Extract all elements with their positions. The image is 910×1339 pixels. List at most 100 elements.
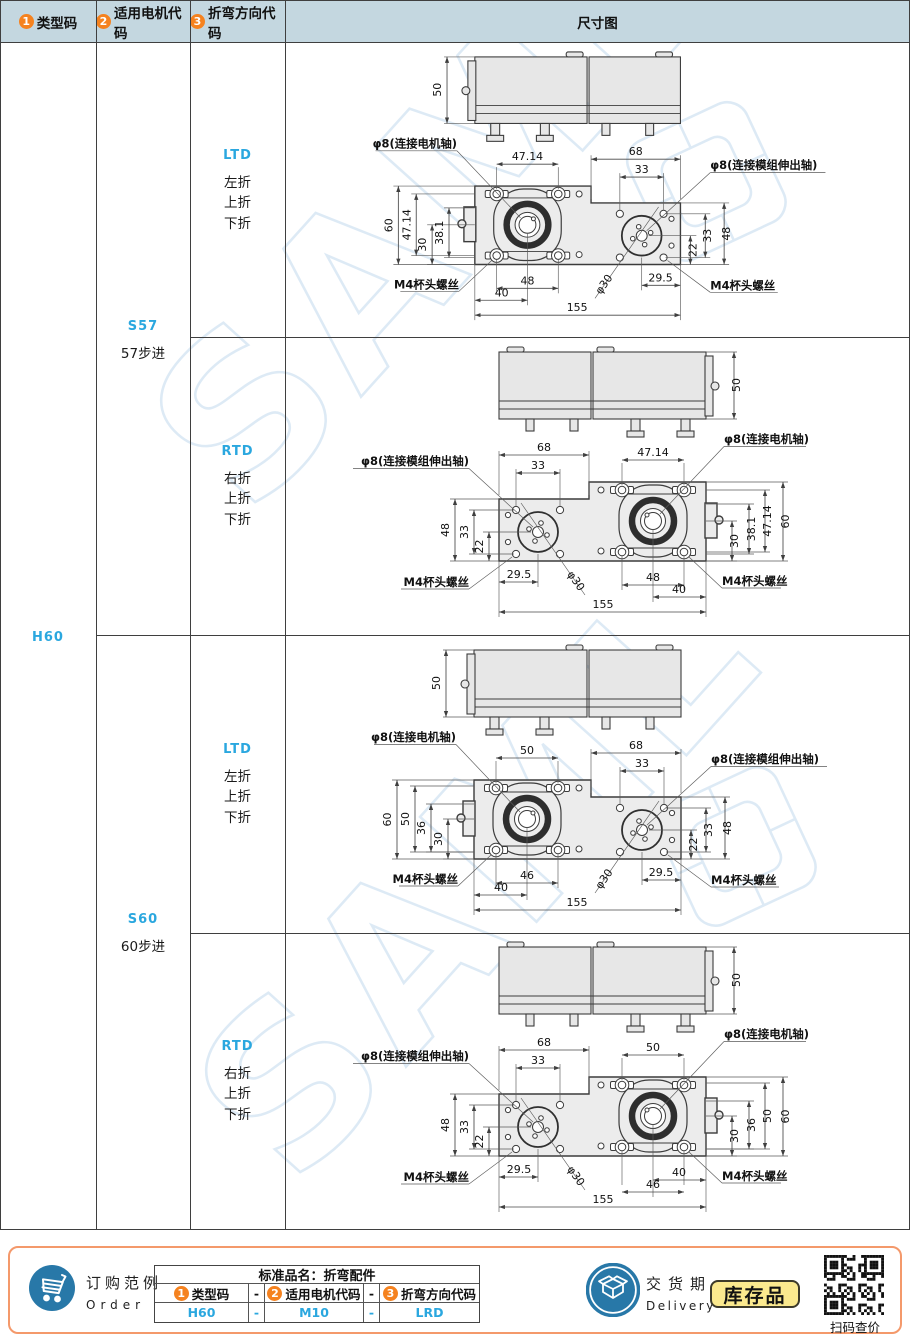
svg-text:47.14: 47.14 [761, 505, 774, 537]
svg-text:22: 22 [473, 1135, 486, 1149]
svg-text:33: 33 [458, 525, 471, 539]
svg-text:33: 33 [635, 757, 649, 770]
direction-code: LTD [223, 742, 252, 758]
svg-text:60: 60 [382, 218, 395, 232]
delivery-box-icon [586, 1263, 640, 1317]
header-dimension-drawing: 尺寸图 [285, 0, 910, 43]
svg-text:50: 50 [730, 378, 743, 392]
svg-text:M4杯头螺丝: M4杯头螺丝 [710, 278, 776, 292]
svg-text:30: 30 [432, 832, 445, 846]
direction-list: 左折上折下折 [224, 175, 251, 232]
svg-text:φ8(连接电机轴): φ8(连接电机轴) [724, 1027, 809, 1041]
direction-list: 右折上折下折 [224, 471, 251, 528]
svg-text:48: 48 [521, 274, 535, 287]
svg-text:46: 46 [520, 869, 534, 882]
svg-text:36: 36 [745, 1118, 758, 1132]
grid-line [190, 337, 910, 339]
svg-text:48: 48 [720, 227, 733, 241]
order-example-label: 订购范例 Order [86, 1274, 163, 1312]
svg-text:48: 48 [439, 523, 452, 537]
svg-text:40: 40 [672, 1166, 686, 1179]
svg-text:30: 30 [728, 534, 741, 548]
svg-text:60: 60 [381, 813, 394, 827]
table-outer-border [0, 0, 910, 1230]
motor-cell-s60: S60 60步进 [96, 636, 190, 1230]
svg-text:M4杯头螺丝: M4杯头螺丝 [404, 1170, 470, 1184]
motor-cell-s57: S57 57步进 [96, 44, 190, 636]
svg-text:φ8(连接模组伸出轴): φ8(连接模组伸出轴) [361, 1049, 469, 1063]
svg-text:φ8(连接电机轴): φ8(连接电机轴) [371, 730, 456, 744]
direction-cell-s57-rtd: RTD 右折上折下折 [190, 338, 285, 636]
svg-text:29.5: 29.5 [649, 866, 674, 879]
direction-code: RTD [221, 1039, 254, 1055]
svg-text:29.5: 29.5 [507, 1163, 532, 1176]
svg-text:φ8(连接模组伸出轴): φ8(连接模组伸出轴) [711, 752, 819, 766]
delivery-label: 交货期 Delivery [646, 1275, 716, 1313]
header-bend-direction-label: 折弯方向代码 [208, 5, 276, 42]
svg-text:155: 155 [567, 301, 588, 314]
svg-text:155: 155 [593, 598, 614, 611]
svg-text:33: 33 [701, 229, 714, 243]
header-motor-code-label: 适用电机代码 [114, 5, 182, 42]
svg-text:155: 155 [567, 896, 588, 909]
header-motor-code: 2 适用电机代码 [96, 0, 190, 43]
grid-line [95, 0, 97, 1230]
svg-text:22: 22 [473, 540, 486, 554]
stock-item-badge: 库存品 [710, 1280, 800, 1308]
svg-text:M4杯头螺丝: M4杯头螺丝 [722, 574, 788, 588]
svg-text:40: 40 [672, 583, 686, 596]
svg-text:33: 33 [531, 1054, 545, 1067]
svg-text:46: 46 [646, 1178, 660, 1191]
motor-code: S60 [127, 911, 159, 927]
svg-text:68: 68 [537, 1036, 551, 1049]
grid-line [284, 0, 286, 1230]
svg-text:M4杯头螺丝: M4杯头螺丝 [394, 277, 460, 291]
dimension-drawing-s60-rtd: 50φ30506833φ8(连接电机轴)φ8(连接模组伸出轴)605036304… [353, 941, 809, 1212]
direction-cell-s57-ltd: LTD 左折上折下折 [190, 44, 285, 338]
header-type-code-label: 类型码 [36, 15, 78, 32]
svg-text:48: 48 [439, 1118, 452, 1132]
svg-text:M4杯头螺丝: M4杯头螺丝 [393, 872, 459, 886]
grid-line [190, 933, 910, 935]
svg-text:22: 22 [687, 838, 700, 852]
motor-name: 57步进 [120, 345, 166, 362]
direction-cell-s60-ltd: LTD 左折上折下折 [190, 636, 285, 934]
circle-1-icon: 1 [18, 14, 34, 29]
svg-text:60: 60 [779, 1110, 792, 1124]
svg-text:155: 155 [593, 1193, 614, 1206]
svg-text:50: 50 [646, 1041, 660, 1054]
svg-text:29.5: 29.5 [648, 271, 672, 284]
svg-text:50: 50 [520, 744, 534, 757]
motor-code: S57 [127, 318, 159, 334]
direction-code: LTD [223, 148, 252, 164]
svg-text:M4杯头螺丝: M4杯头螺丝 [722, 1169, 788, 1183]
grid-line [189, 0, 191, 1230]
motor-name: 60步进 [120, 938, 166, 955]
svg-text:33: 33 [635, 163, 649, 176]
svg-text:38.1: 38.1 [745, 517, 758, 542]
svg-text:33: 33 [702, 823, 715, 837]
svg-text:36: 36 [415, 821, 428, 835]
svg-text:47.14: 47.14 [400, 209, 413, 240]
svg-text:68: 68 [537, 441, 551, 454]
svg-text:33: 33 [531, 459, 545, 472]
header-bend-direction: 3 折弯方向代码 [190, 0, 285, 43]
svg-text:40: 40 [494, 881, 508, 894]
dimension-drawing-s57-rtd: 50φ3047.146833φ8(连接电机轴)φ8(连接模组伸出轴)6047.1… [353, 346, 809, 617]
svg-text:30: 30 [416, 238, 429, 252]
direction-code: RTD [221, 444, 254, 460]
circle-2-icon: 2 [96, 14, 111, 29]
svg-text:22: 22 [686, 243, 699, 257]
type-code-cell: H60 [0, 44, 96, 1230]
grid-line [96, 635, 910, 637]
svg-text:M4杯头螺丝: M4杯头螺丝 [711, 873, 777, 887]
circle-3-icon: 3 [190, 14, 205, 29]
svg-text:47.14: 47.14 [512, 150, 543, 163]
svg-text:48: 48 [721, 821, 734, 835]
svg-text:50: 50 [431, 83, 444, 97]
standard-product-name: 标准品名：折弯配件 [155, 1266, 479, 1284]
